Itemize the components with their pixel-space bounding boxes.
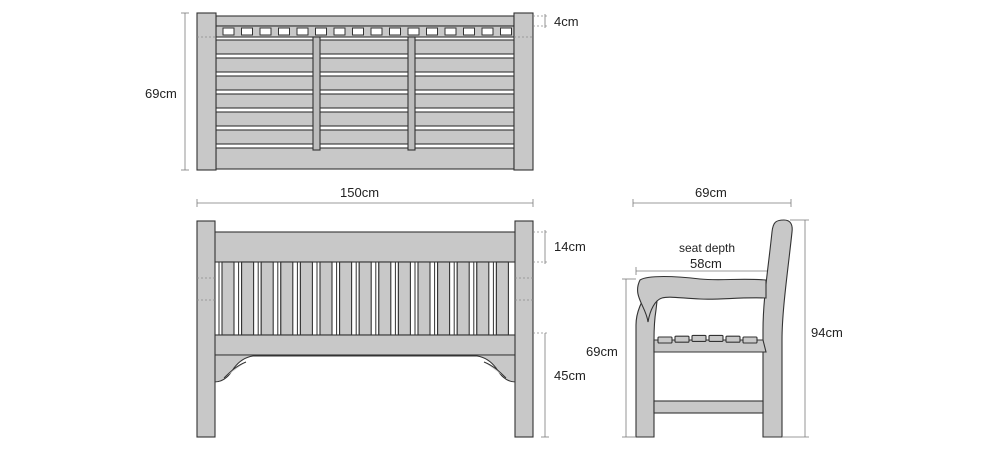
top-slot-notch (352, 27, 364, 36)
side-armrest (637, 275, 767, 323)
front-slat (358, 261, 372, 336)
front-slats (218, 261, 509, 336)
front-slat (378, 261, 392, 336)
side-view: 69cm seat depth 58cm 69cm 94cm (586, 185, 843, 438)
top-slot-notch (278, 27, 290, 36)
top-slat (215, 129, 515, 145)
front-width-label: 150cm (340, 185, 379, 200)
top-slat (215, 111, 515, 127)
top-slat (215, 75, 515, 91)
top-slots (222, 27, 512, 36)
front-slat (241, 261, 255, 336)
top-bearer (407, 36, 416, 151)
top-slot-notch (259, 27, 272, 36)
side-seat-slat (725, 335, 741, 343)
top-slot-notch (222, 27, 235, 36)
front-slat (260, 261, 274, 336)
side-seat-slat (708, 334, 724, 342)
front-view: 150cm 14cm 45cm (196, 185, 586, 438)
top-slot-notch (315, 27, 327, 36)
side-arm-height-label: 69cm (586, 344, 618, 359)
front-slat (280, 261, 294, 336)
side-stretcher (653, 400, 764, 414)
top-back-rail (215, 15, 515, 27)
top-left-arm (196, 12, 217, 171)
front-slat (456, 261, 470, 336)
front-seat-rail (213, 334, 517, 356)
top-slot-notch (389, 27, 401, 36)
front-slat (437, 261, 451, 336)
top-slot-notch (481, 27, 494, 36)
side-seat-slats (657, 334, 758, 344)
top-slot-notch (463, 27, 475, 36)
front-slat (339, 261, 353, 336)
top-depth-label: 4cm (554, 14, 579, 29)
front-top-rail (213, 231, 517, 263)
side-seat-slat (742, 336, 758, 344)
top-slot-notch (500, 27, 512, 36)
front-slat (319, 261, 333, 336)
top-front-rail (215, 147, 515, 170)
side-seat-slat (691, 334, 707, 342)
front-slat (476, 261, 490, 336)
side-back-leg (762, 219, 793, 438)
front-slat (397, 261, 411, 336)
top-slot-notch (426, 27, 438, 36)
top-slat (215, 39, 515, 55)
front-left-leg (196, 220, 216, 438)
front-slat (221, 261, 235, 336)
top-slot-notch (296, 27, 309, 36)
top-slot-notch (407, 27, 420, 36)
seat-depth-label: 58cm (690, 256, 722, 271)
side-seat-slat (657, 336, 673, 344)
front-backrest-label: 14cm (554, 239, 586, 254)
top-slot-notch (370, 27, 383, 36)
front-apron (213, 354, 517, 383)
front-slat (495, 261, 509, 336)
side-seat-slat (674, 335, 690, 343)
top-slot-notch (444, 27, 457, 36)
top-slat (215, 93, 515, 109)
front-right-leg (514, 220, 534, 438)
top-view: 69cm 4cm (145, 12, 579, 171)
seat-depth-caption: seat depth (679, 241, 735, 255)
front-seat-height-label: 45cm (554, 368, 586, 383)
top-slat (215, 57, 515, 73)
side-total-height-label: 94cm (811, 325, 843, 340)
front-slat (299, 261, 313, 336)
top-bearer (312, 36, 321, 151)
side-depth-label: 69cm (695, 185, 727, 200)
top-height-label: 69cm (145, 86, 177, 101)
top-slot-notch (241, 27, 253, 36)
front-slat (417, 261, 431, 336)
top-right-arm (513, 12, 534, 171)
top-slot-notch (333, 27, 346, 36)
